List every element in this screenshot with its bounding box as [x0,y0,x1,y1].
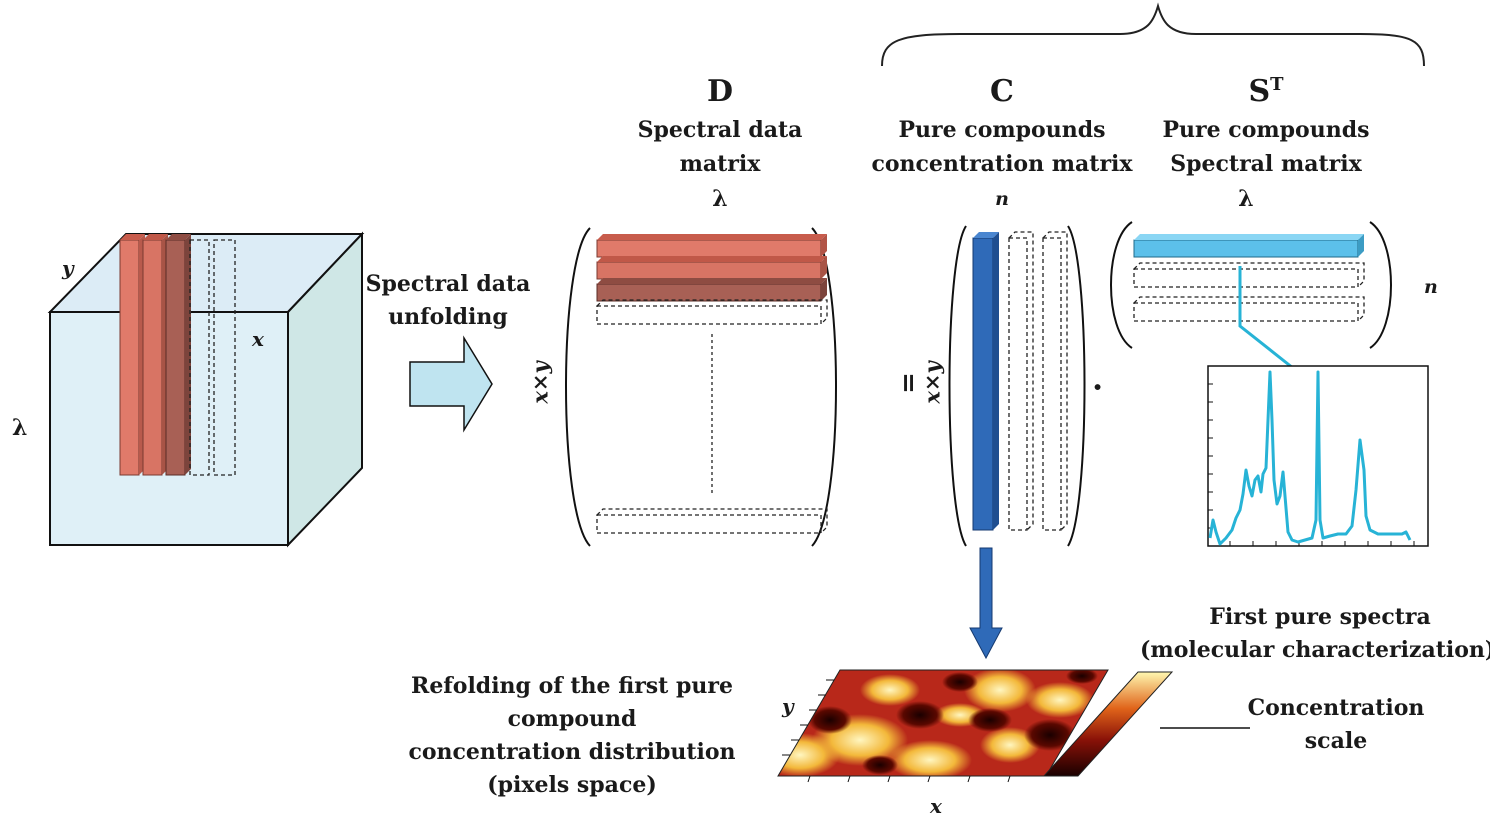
matrix-ST-superscript: T [1270,74,1284,95]
equals-sign: = [893,372,924,394]
matrix-D-title-line1: Spectral data [637,117,803,143]
matrix-ST-symbol-base: S [1248,74,1271,109]
cube-axis-y: y [62,256,74,280]
matrix-C-symbol: C [990,74,1014,109]
spectrum-caption-line2: (molecular characterization) [1140,637,1490,663]
matrix-C-title-line1: Pure compounds [898,117,1106,143]
map-axis-x: x [930,794,942,818]
cube-axis-lambda: λ [12,415,28,441]
concentration-scale-bar [1042,671,1250,777]
grouping-brace [881,2,1425,67]
matrix-ST-title-line1: Pure compounds [1162,117,1370,143]
matrix-ST-brackets [1110,221,1392,349]
matrix-D-rows [596,234,828,534]
concentration-map [777,669,1109,783]
refold-arrow [969,547,1003,660]
matrix-ST-title-line2: Spectral matrix [1170,151,1362,177]
spectrum-plot [1207,365,1429,547]
unfolding-label-line2: unfolding [388,304,508,330]
matrix-D-symbol: D [706,74,733,109]
matrix-C-col-label: n [995,188,1009,210]
map-axis-y: y [782,694,794,718]
multiply-dot: · [1092,368,1104,406]
matrix-C-title-line2: concentration matrix [871,151,1133,177]
refold-caption-line2: compound [507,706,637,732]
matrix-C-brackets [948,225,1086,547]
matrix-C-columns [972,231,1068,531]
matrix-D-col-label: λ [712,186,728,212]
scale-caption-line2: scale [1304,728,1368,754]
matrix-ST-symbol: ST [1166,74,1366,109]
unfolding-label-line1: Spectral data [365,271,531,297]
refold-caption-line1: Refolding of the first pure [411,673,733,699]
spectrum-curve [1208,370,1412,546]
spectrum-link-line [1238,266,1299,374]
matrix-D-title-line2: matrix [679,151,761,177]
spectrum-caption-line1: First pure spectra [1209,604,1431,630]
matrix-ST-row-label: n [1424,276,1438,298]
cube-pixel-slabs [119,234,236,476]
hyperspectral-cube [47,231,365,548]
unfolding-arrow [409,335,493,433]
matrix-ST-rows [1133,234,1365,322]
matrix-ST-col-label: λ [1238,186,1254,212]
scale-caption-line1: Concentration [1247,695,1425,721]
matrix-D-row-label: x×y [527,361,553,404]
refold-caption-line3: concentration distribution [408,739,736,765]
cube-axis-x: x [252,327,264,351]
refold-caption-line4: (pixels space) [487,772,657,798]
